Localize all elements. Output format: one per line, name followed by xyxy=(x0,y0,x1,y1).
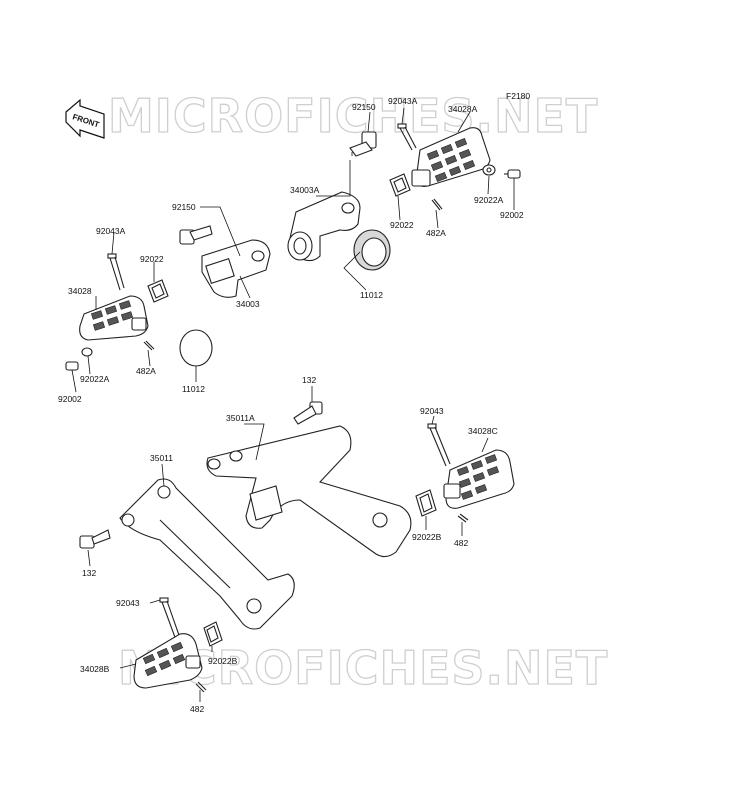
bracket-35011 xyxy=(119,478,295,630)
bushing-92022-right xyxy=(389,173,411,197)
part-label: 92043A xyxy=(388,96,418,106)
cotter-482-bottom xyxy=(195,681,207,693)
part-label: 482A xyxy=(136,366,156,376)
part-label: 34003A xyxy=(290,185,320,195)
cotter-482A-right xyxy=(431,198,443,211)
part-label: 11012 xyxy=(360,290,383,300)
part-label: 34028A xyxy=(448,104,478,114)
part-label: 482A xyxy=(426,228,446,238)
part-label: 35011A xyxy=(226,413,255,423)
part-label: 92150 xyxy=(172,202,196,212)
part-label: 132 xyxy=(302,375,316,385)
footpeg-34028B xyxy=(133,633,203,689)
part-label: 35011 xyxy=(150,453,173,463)
part-label: 11012 xyxy=(182,384,205,394)
part-label: 482 xyxy=(454,538,468,548)
pin-92043-bottom xyxy=(159,597,181,641)
part-label: 34028C xyxy=(468,426,498,436)
footpeg-34028 xyxy=(79,295,149,341)
washer-92022A-left xyxy=(81,347,93,357)
part-label: 92022 xyxy=(140,254,164,264)
part-label: 92002 xyxy=(500,210,524,220)
part-label: 482 xyxy=(190,704,204,714)
figure-code: F2180 xyxy=(506,91,530,101)
watermark-top: MICROFICHES.NET xyxy=(108,89,598,143)
footpeg-34028C xyxy=(443,449,515,509)
bracket-34003A xyxy=(287,191,361,262)
part-label: 92022B xyxy=(412,532,442,542)
cotter-482A-left xyxy=(143,340,155,351)
front-arrow-icon: FRONT xyxy=(65,98,105,139)
washer-92022A-right xyxy=(482,164,496,176)
part-label: 34028B xyxy=(80,664,110,674)
part-label: 34003 xyxy=(236,299,260,309)
nipple-92002-left xyxy=(65,361,79,371)
bolt-132-left xyxy=(79,529,111,549)
leader-lines xyxy=(71,107,515,702)
part-label: 92022B xyxy=(208,656,238,666)
part-label: 132 xyxy=(82,568,96,578)
bushing-92022B-bottom xyxy=(203,621,223,647)
nipple-92002-right xyxy=(504,169,521,179)
footpeg-34028A xyxy=(411,127,491,187)
bolt-92150-top xyxy=(349,131,377,157)
part-label: 92043A xyxy=(96,226,126,236)
part-label: 34028 xyxy=(68,286,92,296)
part-label: 92043 xyxy=(420,406,444,416)
cap-11012-right xyxy=(353,229,391,271)
bushing-92022-left xyxy=(147,279,169,303)
part-label: 92043 xyxy=(116,598,140,608)
pin-92043-right xyxy=(427,423,451,467)
bolt-132-top xyxy=(293,401,323,425)
pin-92043A-left xyxy=(107,253,125,291)
part-label: 92022A xyxy=(474,195,504,205)
part-label: 92002 xyxy=(58,394,82,404)
bushing-92022B-right xyxy=(415,489,437,517)
part-label: 92150 xyxy=(352,102,376,112)
bracket-34003 xyxy=(201,239,271,298)
bracket-35011A xyxy=(206,425,412,558)
cotter-482-right xyxy=(457,513,469,523)
part-label: 92022 xyxy=(390,220,414,230)
part-labels: 92150 92043A 34028A 34003A 92022 482A 92… xyxy=(58,96,524,714)
pin-92043A-top xyxy=(397,123,417,151)
part-label: 92022A xyxy=(80,374,110,384)
bolt-92150-left xyxy=(179,225,213,245)
cap-11012-left xyxy=(179,329,213,367)
